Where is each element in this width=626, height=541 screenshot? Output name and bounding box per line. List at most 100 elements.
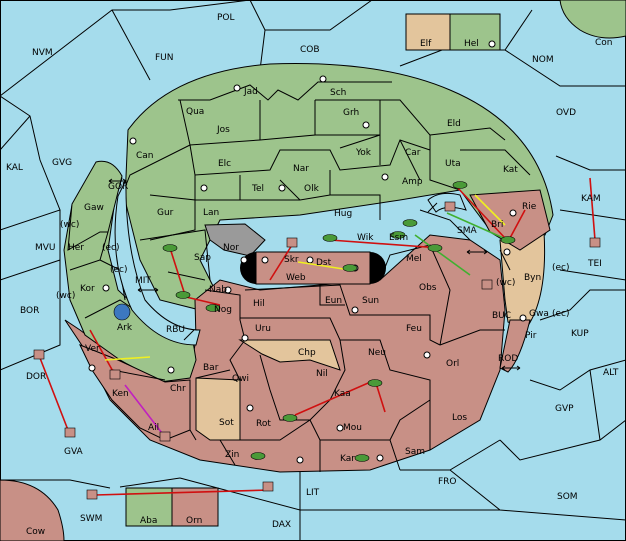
label-Ken: Ken xyxy=(112,389,129,399)
label-Chr: Chr xyxy=(170,384,186,394)
orders xyxy=(39,177,596,496)
label-Kat: Kat xyxy=(503,165,518,175)
label-BOR: BOR xyxy=(20,306,39,316)
label-Tel: Tel xyxy=(251,184,264,194)
label-wc1: (wc) xyxy=(60,220,79,230)
label-ec3: (ec) xyxy=(552,263,570,273)
label-Gwa: Gwa xyxy=(529,309,549,319)
label-Nor: Nor xyxy=(223,243,239,253)
label-Ver: Ver xyxy=(85,344,100,354)
label-Elc: Elc xyxy=(218,159,231,169)
label-Can: Can xyxy=(136,151,154,161)
label-ROD: ROD xyxy=(498,354,518,364)
label-KAL: KAL xyxy=(6,163,23,173)
label-Zin: Zin xyxy=(225,450,239,460)
label-Uru: Uru xyxy=(255,324,271,334)
label-Sot: Sot xyxy=(219,418,234,428)
label-ALT: ALT xyxy=(603,368,619,378)
label-RBU: RBU xyxy=(166,325,185,335)
label-ec2: (ec) xyxy=(110,265,128,275)
label-Eld: Eld xyxy=(447,119,461,129)
label-Qwi: Qwi xyxy=(232,374,249,384)
label-Sun: Sun xyxy=(362,296,379,306)
label-NVM: NVM xyxy=(32,48,53,58)
label-Skr: Skr xyxy=(284,255,299,265)
strait-arrows xyxy=(108,178,521,371)
label-Yok: Yok xyxy=(355,148,372,158)
label-ec1: (ec) xyxy=(102,243,120,253)
label-Kor: Kor xyxy=(80,284,95,294)
label-Nar: Nar xyxy=(293,164,309,174)
label-Esm: Esm xyxy=(389,233,408,243)
label-ec4: (ec) xyxy=(552,309,570,319)
label-wc2: (wc) xyxy=(496,278,515,288)
label-Web: Web xyxy=(286,273,306,283)
label-Mou: Mou xyxy=(343,423,362,433)
label-Sap: Sap xyxy=(194,253,211,263)
label-Chp: Chp xyxy=(298,348,316,358)
label-BUC: BUC xyxy=(492,311,511,321)
label-Gaw: Gaw xyxy=(84,203,104,213)
units xyxy=(33,181,601,500)
label-MVU: MVU xyxy=(35,243,56,253)
label-Ail: Ail xyxy=(148,423,159,433)
label-DOR: DOR xyxy=(26,372,46,382)
label-KUP: KUP xyxy=(571,329,589,339)
label-Gur: Gur xyxy=(157,208,174,218)
label-Bri: Bri xyxy=(491,220,503,230)
label-GOR: GOR xyxy=(108,182,128,192)
label-DAX: DAX xyxy=(272,520,291,530)
label-FRO: FRO xyxy=(438,477,457,487)
label-Los: Los xyxy=(452,413,467,423)
label-Sch: Sch xyxy=(330,88,346,98)
label-Bar: Bar xyxy=(203,363,219,373)
label-Rie: Rie xyxy=(522,202,537,212)
label-Car: Car xyxy=(405,148,421,158)
province-labels: POL Elf Hel Con NVM FUN COB NOM OVD Jad … xyxy=(6,13,619,537)
label-Wik: Wik xyxy=(357,233,374,243)
label-Amp: Amp xyxy=(402,177,423,187)
supply-centers xyxy=(88,40,527,464)
label-Byn: Byn xyxy=(524,273,541,283)
label-Dst: Dst xyxy=(316,258,332,268)
label-Orl: Orl xyxy=(446,359,459,369)
label-Con: Con xyxy=(595,38,613,48)
label-Uta: Uta xyxy=(445,159,461,169)
label-Ark: Ark xyxy=(117,323,133,333)
label-Hug: Hug xyxy=(334,209,352,219)
label-LIT: LIT xyxy=(306,488,320,498)
label-Nab: Nab xyxy=(209,285,227,295)
label-GVG: GVG xyxy=(52,158,72,168)
label-Qua: Qua xyxy=(186,107,204,117)
label-Elf: Elf xyxy=(420,39,432,49)
label-Jad: Jad xyxy=(243,87,258,97)
label-KAM: KAM xyxy=(581,194,601,204)
label-SMA: SMA xyxy=(457,226,477,236)
label-Hil: Hil xyxy=(253,299,265,309)
label-COB: COB xyxy=(300,45,320,55)
continent xyxy=(63,63,554,473)
label-Hel: Hel xyxy=(464,39,479,49)
label-SOM: SOM xyxy=(557,492,578,502)
label-TEI: TEI xyxy=(587,259,602,269)
label-MIT: MIT xyxy=(135,276,151,286)
label-Jos: Jos xyxy=(216,125,230,135)
label-Pir: Pir xyxy=(525,331,537,341)
label-NOM: NOM xyxy=(532,55,554,65)
label-Her: Her xyxy=(68,243,84,253)
label-GVA: GVA xyxy=(64,447,84,457)
label-Sam: Sam xyxy=(405,447,425,457)
label-wc3: (wc) xyxy=(56,291,75,301)
label-Nog: Nog xyxy=(214,305,232,315)
label-GVP: GVP xyxy=(555,404,574,414)
label-Aba: Aba xyxy=(140,516,157,526)
label-Lan: Lan xyxy=(203,208,219,218)
label-Eun: Eun xyxy=(325,296,342,306)
label-Grh: Grh xyxy=(343,108,359,118)
label-Cow: Cow xyxy=(26,527,45,537)
label-FUN: FUN xyxy=(155,53,174,63)
label-Neu: Neu xyxy=(368,348,386,358)
label-Rot: Rot xyxy=(256,419,271,429)
label-Orn: Orn xyxy=(186,516,202,526)
